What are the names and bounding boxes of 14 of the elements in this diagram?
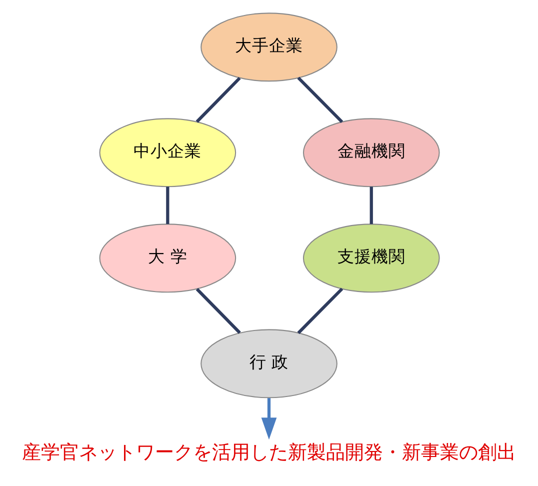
node-text: 産学官ネットワークを活用した新製品開発・新事業の創出 <box>22 442 516 464</box>
node-ellipse: 金融機関 <box>302 118 440 188</box>
node-ellipse: 大手企業 <box>200 12 338 82</box>
node-ellipse: 中小企業 <box>99 118 236 188</box>
connector <box>196 288 241 334</box>
node-ellipse: 支援機関 <box>302 224 440 293</box>
connector <box>196 76 241 123</box>
arrow <box>261 398 277 440</box>
node-ellipse: 行 政 <box>200 329 338 398</box>
connector <box>166 186 170 224</box>
connector <box>297 288 344 334</box>
node-ellipse: 大 学 <box>99 224 236 293</box>
connector <box>297 76 344 124</box>
connector <box>370 186 373 224</box>
